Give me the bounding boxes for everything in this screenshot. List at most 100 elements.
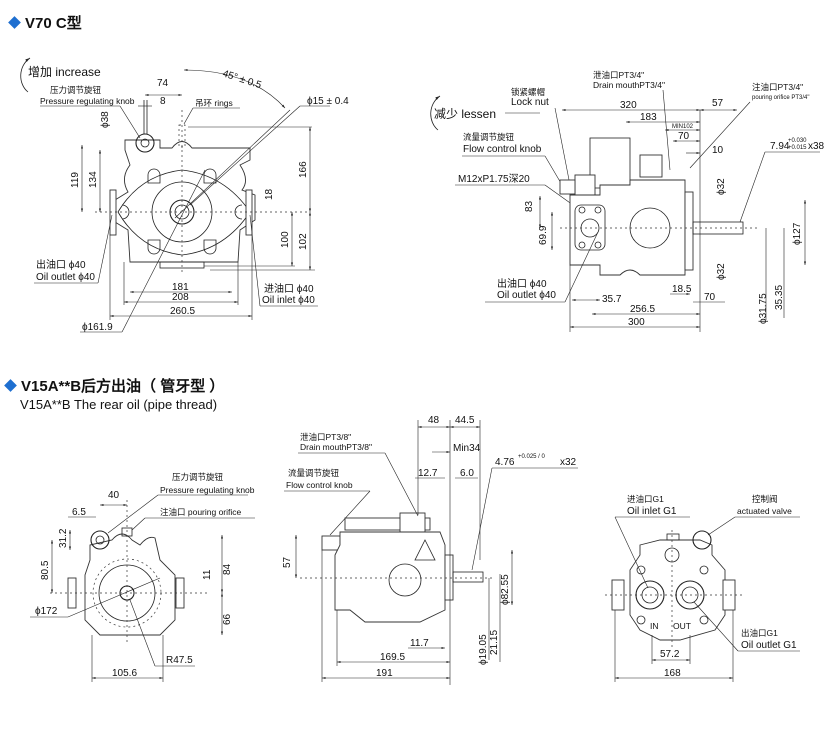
leader-line: [614, 516, 649, 589]
v15-rear-body: [629, 539, 726, 641]
valve-cn: 控制阀: [752, 494, 778, 504]
dim-100: 100: [280, 231, 291, 248]
leader-line: [183, 107, 194, 125]
outlet-cn: 出油口 ϕ40: [497, 277, 547, 290]
v15-pressure-knob: [90, 530, 110, 550]
v15-mount-flange: [444, 554, 454, 601]
leader-line: [689, 101, 751, 169]
dim-11-3: 11: [202, 569, 213, 580]
leader-line: [131, 517, 146, 531]
drain-en: Drain mouthPT3/8": [300, 442, 372, 452]
key-tol-low: +0.015: [788, 145, 807, 151]
dim-74: 74: [157, 78, 169, 89]
section-title-text: V15A**B后方出油（ 管牙型 ）: [21, 378, 225, 395]
outlet-en: Oil outlet ϕ40: [36, 272, 95, 283]
v70-pump-body: [114, 139, 256, 263]
outlet-cn: 出油口 ϕ40: [36, 258, 86, 271]
leader-line: [471, 467, 493, 571]
bolt: [636, 615, 646, 625]
v70-drain-fitting: [639, 154, 663, 178]
v70-side-body: [569, 179, 686, 276]
dim-8: 8: [160, 96, 166, 107]
dim-66: 66: [222, 613, 233, 625]
pressure-knob-en: Pressure regulating knob: [40, 96, 135, 106]
dim-181: 181: [172, 282, 189, 293]
bolt: [578, 241, 586, 249]
v70-mount-flange: [684, 191, 694, 271]
v15-warning-triangle: [414, 539, 436, 561]
dim-169-5: 169.5: [380, 652, 405, 663]
drain-cn: 泄油口PT3/8": [300, 432, 351, 442]
flow-knob-cn: 流量调节旋钮: [288, 468, 340, 478]
key-length: x38: [808, 141, 825, 152]
dim-70-bottom: 70: [704, 292, 716, 303]
section-title-text: V70 C型: [25, 15, 82, 32]
dim-dia172: ϕ172: [35, 606, 58, 617]
v15-flow-knob: [321, 535, 341, 551]
drain-cn: 泄油口PT3/4": [593, 70, 644, 80]
leader-line: [97, 214, 113, 284]
dim-102: 102: [298, 233, 309, 250]
outlet-en: Oil outlet ϕ40: [497, 290, 556, 301]
dim-18-5: 18.5: [672, 284, 692, 295]
dim-168: 168: [664, 668, 681, 679]
section-title-v70: V70 C型: [8, 12, 82, 33]
lock-nut-cn: 锁紧螺帽: [511, 87, 545, 97]
flow-knob-en: Flow control knob: [463, 144, 542, 155]
valve-en: actuated valve: [737, 506, 792, 516]
v70-side-top-housing: [589, 137, 631, 189]
dim-57: 57: [282, 556, 293, 568]
dim-105-6: 105.6: [112, 668, 137, 679]
leader-line: [564, 231, 599, 303]
pressure-knob-cn: 压力调节旋钮: [172, 472, 224, 482]
v15-shaft-side: [452, 571, 484, 583]
dim-48: 48: [428, 415, 440, 426]
dim-dia15: ϕ15 ± 0.4: [307, 96, 349, 107]
inlet-en: Oil inlet ϕ40: [262, 295, 315, 306]
dim-18: 18: [264, 188, 275, 200]
v15-top-cap: [666, 533, 680, 541]
leader-line: [189, 105, 301, 206]
bolt: [699, 565, 709, 575]
leader-line: [121, 169, 206, 333]
v70-base: [159, 261, 205, 269]
dim-min102: MIN102: [672, 124, 694, 130]
dim-dia32-top: ϕ32: [716, 178, 727, 195]
dim-134: 134: [88, 171, 99, 188]
bolt: [578, 206, 586, 214]
dim-35-7: 35.7: [602, 294, 622, 305]
v15-side-cover: [388, 563, 422, 597]
leader-line: [107, 494, 159, 534]
in-label: IN: [650, 621, 659, 631]
dim-260-5: 260.5: [170, 306, 195, 317]
dim-min34: Min34: [453, 443, 481, 454]
pour-en: pouring orifice PT3/4": [752, 95, 810, 101]
v15-rear-left-flange: [611, 579, 625, 611]
leader-line: [329, 490, 371, 536]
inlet-cn: 进油口G1: [627, 494, 664, 504]
dim-320: 320: [620, 100, 637, 111]
rotate-arrow-icon: [430, 95, 441, 131]
dim-dia32-bottom: ϕ32: [716, 263, 727, 280]
dim-35-35: 35.35: [774, 285, 785, 310]
dim-r47-5: R47.5: [166, 655, 193, 666]
leader-line: [67, 577, 161, 618]
dim-dia19-05: ϕ19.05: [478, 634, 489, 665]
increase-label: 增加 increase: [28, 65, 101, 79]
dim-40: 40: [108, 490, 120, 501]
bolt: [594, 206, 602, 214]
v15-pump-body: [84, 533, 176, 636]
v70-flow-knob: [574, 174, 596, 196]
v70-outlet-flange: [109, 189, 117, 236]
bolt: [699, 615, 709, 625]
leader-line: [174, 109, 291, 219]
dim-183: 183: [640, 112, 657, 123]
dim-dia161-9: ϕ161.9: [82, 322, 113, 333]
leader-line: [384, 452, 419, 517]
v15-front-view: 压力调节旋钮 Pressure regulating knob 注油口 pour…: [30, 472, 255, 682]
dim-12-7: 12.7: [418, 468, 438, 479]
dim-6-5: 6.5: [72, 507, 86, 518]
dim-dia38: ϕ38: [100, 111, 111, 128]
dim-dia127: ϕ127: [792, 222, 803, 245]
